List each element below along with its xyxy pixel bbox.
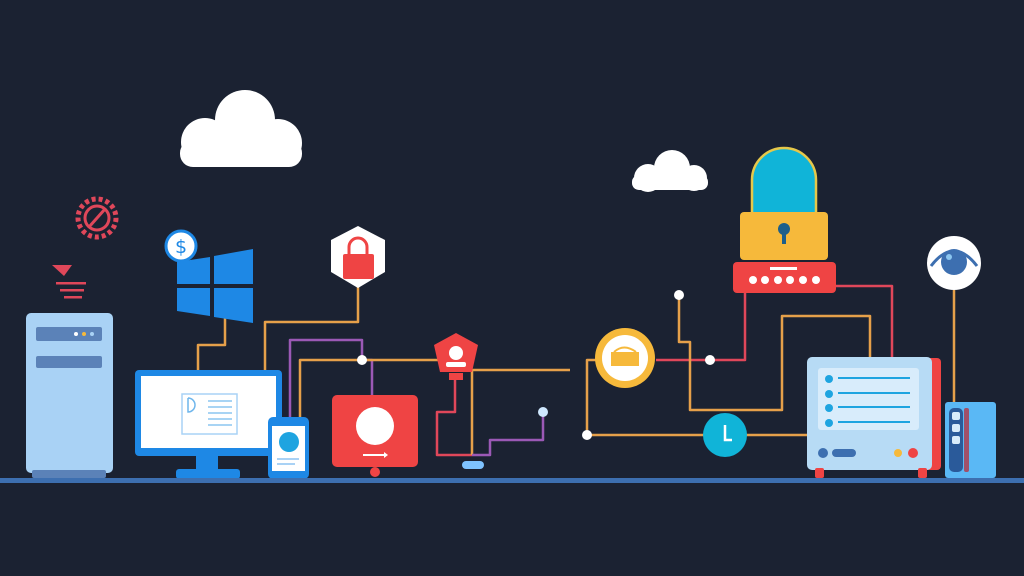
wires [196, 278, 956, 457]
wire-node [582, 430, 592, 440]
wire-nodes [357, 290, 715, 469]
dollar-coin-icon: $ [164, 229, 198, 263]
desktop-monitor-icon [135, 370, 282, 479]
smartphone-icon [268, 417, 309, 479]
cloud-icon [632, 150, 708, 192]
folder-icon [595, 328, 655, 388]
signal-icon [52, 265, 86, 299]
server-panel-icon [807, 357, 941, 478]
shield-lock-icon [331, 226, 385, 288]
server-tower-icon [26, 313, 113, 478]
wire-node [705, 355, 715, 365]
clock-icon [703, 413, 747, 457]
coin-symbol: $ [175, 236, 187, 258]
eye-icon [927, 236, 981, 290]
floor-line [0, 478, 1024, 483]
user-badge-icon [434, 333, 478, 380]
presentation-board-icon [332, 395, 418, 477]
wire-node [674, 290, 684, 300]
wire-node [538, 407, 548, 417]
padlock-icon [740, 146, 828, 260]
cloud-icon [180, 90, 302, 167]
settings-gear-icon [75, 196, 119, 240]
router-icon [733, 262, 836, 293]
storage-unit-icon [945, 402, 996, 478]
wire-connector [462, 461, 484, 469]
wire-node [357, 355, 367, 365]
windows-logo-icon [177, 249, 253, 323]
